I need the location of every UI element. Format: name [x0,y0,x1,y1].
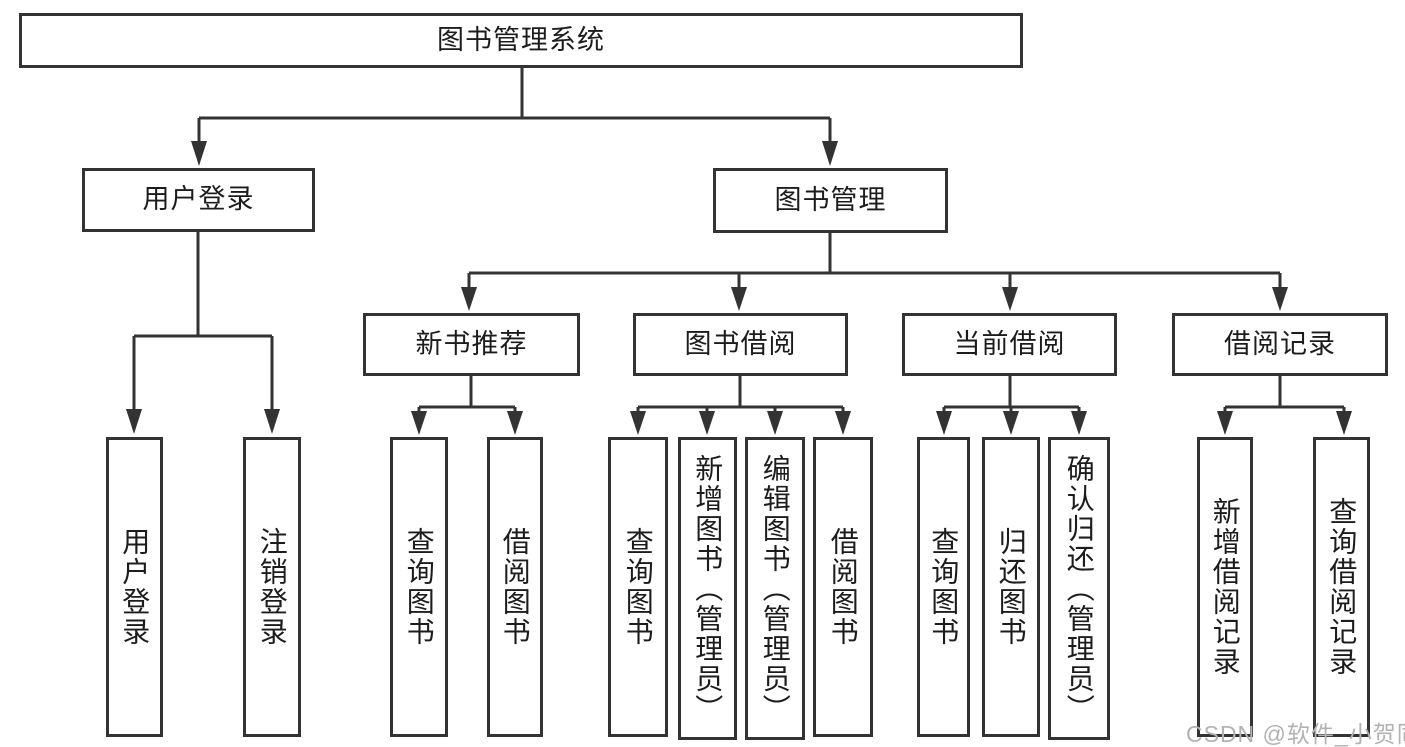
leaf-br-query-record: 查询借阅记录 [1313,437,1370,737]
leaf-cb-query-book: 查询图书 [917,437,970,737]
connector-user-login-to-leaves [126,232,280,434]
leaf-user-login: 用户登录 [106,437,163,737]
connector-book-mgmt-to-level2 [461,232,1288,311]
leaf-logout: 注销登录 [243,437,301,737]
node-book-borrow: 图书借阅 [633,313,848,376]
leaf-bb-borrow-book: 借阅图书 [813,437,873,737]
leaf-br-add-record: 新增借阅记录 [1197,437,1253,737]
leaf-cb-confirm-return-admin: 确认归还（管理员） [1048,437,1110,740]
node-user-login: 用户登录 [82,168,315,232]
connector-root-to-level1 [191,68,838,166]
connector-current-borrow-to-leaves [936,376,1087,435]
node-book-management: 图书管理 [713,168,948,233]
csdn-watermark: CSDN @软件_小贺同学 [1186,721,1405,747]
node-borrow-record: 借阅记录 [1172,313,1388,376]
leaf-bb-query-book: 查询图书 [608,437,668,737]
node-current-borrow: 当前借阅 [902,313,1117,376]
leaf-nbr-query-book: 查询图书 [390,437,448,737]
connector-book-borrow-to-leaves [630,376,851,435]
node-root-system: 图书管理系统 [19,13,1023,68]
leaf-nbr-borrow-book: 借阅图书 [487,437,543,737]
connector-new-book-recommend-to-leaves [411,376,523,435]
leaf-bb-edit-book-admin: 编辑图书（管理员） [745,437,805,740]
connector-borrow-record-to-leaves [1217,376,1352,435]
leaf-cb-return-book: 归还图书 [982,437,1040,737]
leaf-bb-add-book-admin: 新增图书（管理员） [678,437,737,740]
node-new-book-recommend: 新书推荐 [363,313,580,376]
